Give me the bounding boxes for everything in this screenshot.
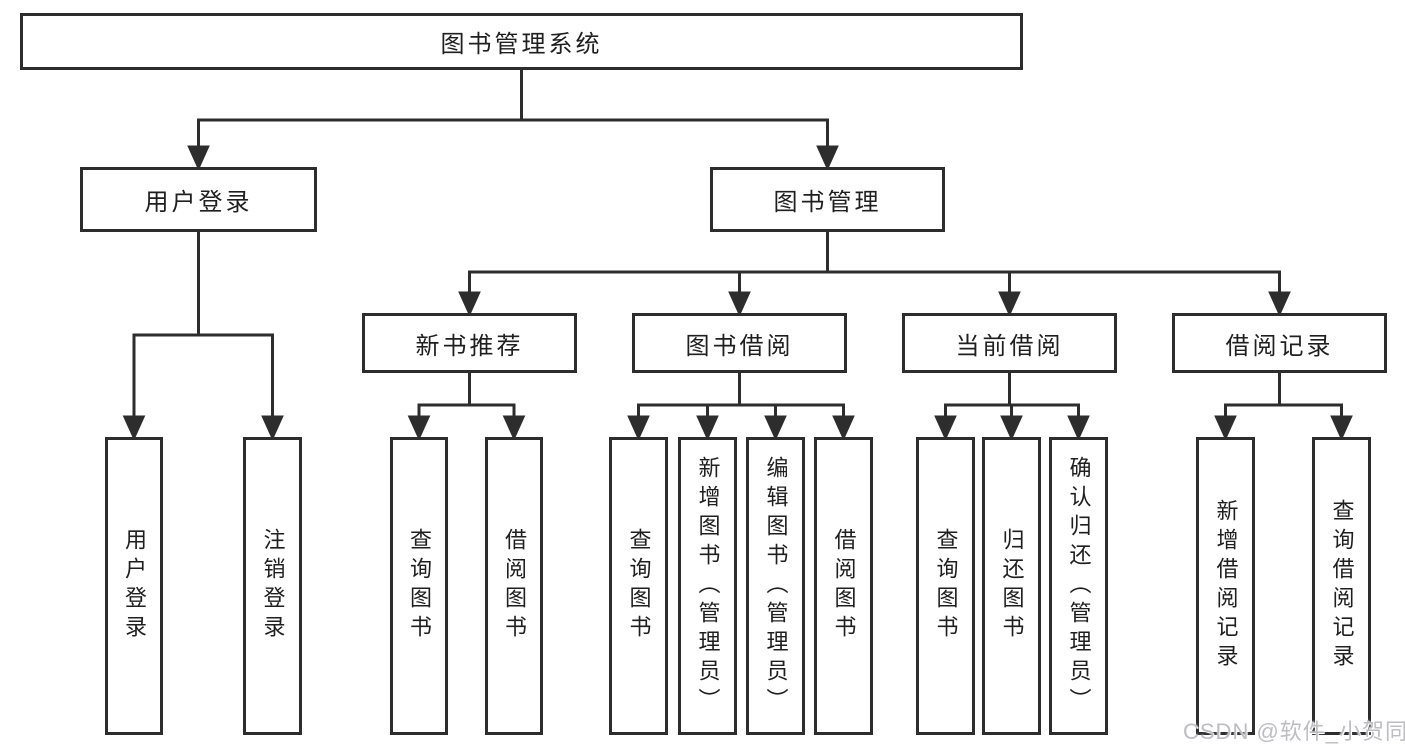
leaf-edit-book-admin: 编辑图书（管理员） [746, 437, 805, 735]
node-new-book-recommend: 新书推荐 [362, 313, 577, 373]
leaf-query-borrow-record: 查询借阅记录 [1312, 437, 1371, 735]
node-user-login-branch: 用户登录 [80, 167, 317, 232]
node-current-borrow: 当前借阅 [902, 313, 1117, 373]
node-borrow-records: 借阅记录 [1172, 313, 1387, 373]
leaf-borrow-books: 借阅图书 [814, 437, 873, 735]
leaf-return-book: 归还图书 [982, 437, 1041, 735]
leaf-query-books-current: 查询图书 [916, 437, 975, 735]
node-book-borrow: 图书借阅 [632, 313, 847, 373]
leaf-add-borrow-record: 新增借阅记录 [1196, 437, 1255, 735]
csdn-watermark: CSDN @软件_小贺同学 [1183, 719, 1405, 744]
node-book-management-branch: 图书管理 [710, 167, 945, 232]
leaf-confirm-return-admin: 确认归还（管理员） [1049, 437, 1108, 735]
leaf-query-books-borrow: 查询图书 [609, 437, 668, 735]
leaf-add-book-admin: 新增图书（管理员） [678, 437, 737, 735]
leaf-query-books-recommend: 查询图书 [390, 437, 448, 735]
leaf-borrow-books-recommend: 借阅图书 [485, 437, 543, 735]
leaf-logout: 注销登录 [243, 437, 302, 735]
node-library-management-system: 图书管理系统 [20, 13, 1023, 70]
leaf-user-login: 用户登录 [105, 437, 163, 735]
